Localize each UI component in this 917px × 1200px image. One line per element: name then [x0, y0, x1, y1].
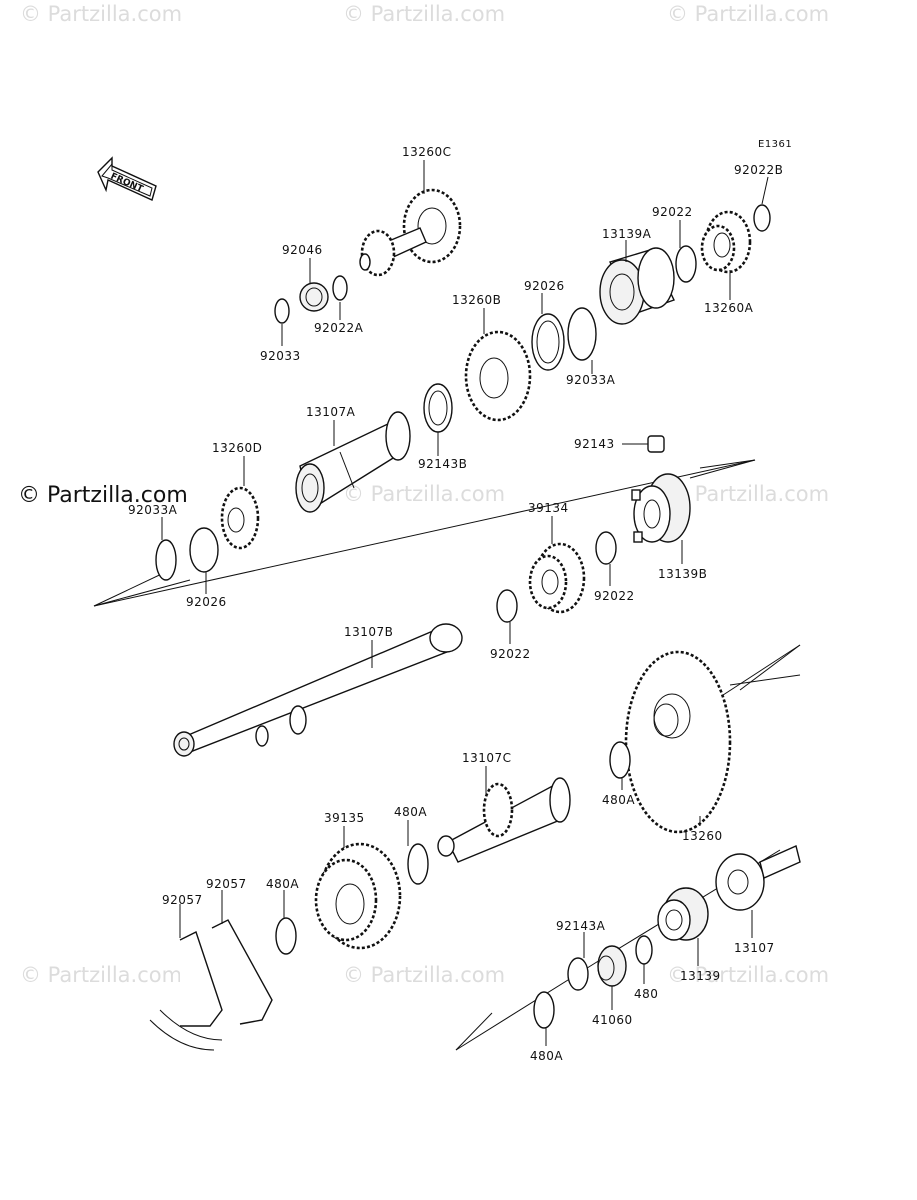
label-13260d[interactable]: 13260D: [212, 441, 262, 455]
label-92143[interactable]: 92143: [574, 437, 615, 451]
front-arrow-icon: FRONT: [97, 156, 157, 201]
label-13260c[interactable]: 13260C: [402, 145, 452, 159]
watermark-top-center: © Partzilla.com: [343, 2, 505, 26]
shaft-13107b: [173, 623, 463, 757]
collar-92143: [647, 435, 665, 453]
label-13139b[interactable]: 13139B: [658, 567, 707, 581]
label-480[interactable]: 480: [634, 987, 658, 1001]
label-39135[interactable]: 39135: [324, 811, 365, 825]
copyright-text: © Partzilla.com: [18, 483, 188, 508]
chain-92057-a: [149, 931, 223, 1051]
label-13260a[interactable]: 13260A: [704, 301, 754, 315]
label-13107a[interactable]: 13107A: [306, 405, 356, 419]
circlip-92033a-top: [567, 307, 597, 361]
washer-92022-low: [496, 589, 518, 623]
label-13107[interactable]: 13107: [734, 941, 775, 955]
bearing-92046: [299, 282, 329, 312]
watermark-bot-right: © Partzilla.com: [667, 963, 829, 987]
label-480a-bottom[interactable]: 480A: [530, 1049, 563, 1063]
shaft-13107: [715, 845, 801, 911]
label-92033a-top[interactable]: 92033A: [566, 373, 616, 387]
label-92143a[interactable]: 92143A: [556, 919, 606, 933]
label-41060[interactable]: 41060: [592, 1013, 633, 1027]
circlip-480a-left: [275, 917, 297, 955]
label-92026-top[interactable]: 92026: [524, 279, 565, 293]
circlip-480: [635, 935, 653, 965]
label-480a-right[interactable]: 480A: [602, 793, 635, 807]
sleeve-13139a: [599, 247, 675, 325]
label-13107b[interactable]: 13107B: [344, 625, 393, 639]
gear-13260a: [700, 210, 752, 274]
shaft-13107a: [295, 411, 411, 513]
label-92022-mid[interactable]: 92022: [594, 589, 635, 603]
watermark-bot-center: © Partzilla.com: [343, 963, 505, 987]
gear-39134: [528, 542, 586, 614]
leader-lines: [161, 160, 769, 1046]
shaft-13107c: [437, 777, 571, 863]
label-480a-mid[interactable]: 480A: [394, 805, 427, 819]
circlip-92033a-left: [155, 539, 177, 581]
label-13107c[interactable]: 13107C: [462, 751, 512, 765]
label-92143b[interactable]: 92143B: [418, 457, 467, 471]
watermark-mid-center: © Partzilla.com: [343, 482, 505, 506]
washer-92022-mid: [595, 531, 617, 565]
label-92046[interactable]: 92046: [282, 243, 323, 257]
gear-13260d: [220, 486, 260, 550]
circlip-480a-mid: [407, 843, 429, 885]
sleeve-13139b: [631, 473, 691, 543]
label-92022-top[interactable]: 92022: [652, 205, 693, 219]
label-13260[interactable]: 13260: [682, 829, 723, 843]
chain-92057-b: [211, 919, 273, 1025]
label-480a-left[interactable]: 480A: [266, 877, 299, 891]
washer-92026-left: [189, 527, 219, 573]
circlip-480a-bottom: [533, 991, 555, 1029]
label-13139[interactable]: 13139: [680, 969, 721, 983]
gear-13260: [624, 650, 732, 834]
label-39134[interactable]: 39134: [528, 501, 569, 515]
watermark-top-left: © Partzilla.com: [20, 2, 182, 26]
watermarks: © Partzilla.com © Partzilla.com © Partzi…: [20, 2, 829, 987]
washer-92022a: [332, 275, 348, 301]
washer-92022-top: [675, 245, 697, 283]
label-92022-low[interactable]: 92022: [490, 647, 531, 661]
watermark-bot-left: © Partzilla.com: [20, 963, 182, 987]
bearing-92143a: [567, 957, 589, 991]
circlip-480a-right: [609, 741, 631, 779]
label-92057-b[interactable]: 92057: [206, 877, 247, 891]
gear-13260b: [464, 330, 532, 422]
label-92057-a[interactable]: 92057: [162, 893, 203, 907]
label-13139a[interactable]: 13139A: [602, 227, 652, 241]
label-92026-left[interactable]: 92026: [186, 595, 227, 609]
watermark-mid-right: © Partzilla.com: [667, 482, 829, 506]
diagram-code: E1361: [758, 139, 792, 150]
label-92033a-left[interactable]: 92033A: [128, 503, 178, 517]
label-92022b[interactable]: 92022B: [734, 163, 783, 177]
circlip-92033: [274, 298, 290, 324]
label-92033[interactable]: 92033: [260, 349, 301, 363]
sleeve-41060: [597, 945, 627, 987]
gear-13260c: [359, 188, 462, 277]
part-labels: 13260C 92046 92022A 92033 13139A 92022 9…: [128, 145, 783, 1063]
washer-92022b: [753, 204, 771, 232]
watermark-top-right: © Partzilla.com: [667, 2, 829, 26]
sleeve-13139: [657, 887, 709, 941]
gear-39135: [314, 842, 402, 950]
label-13260b[interactable]: 13260B: [452, 293, 501, 307]
label-92022a[interactable]: 92022A: [314, 321, 364, 335]
